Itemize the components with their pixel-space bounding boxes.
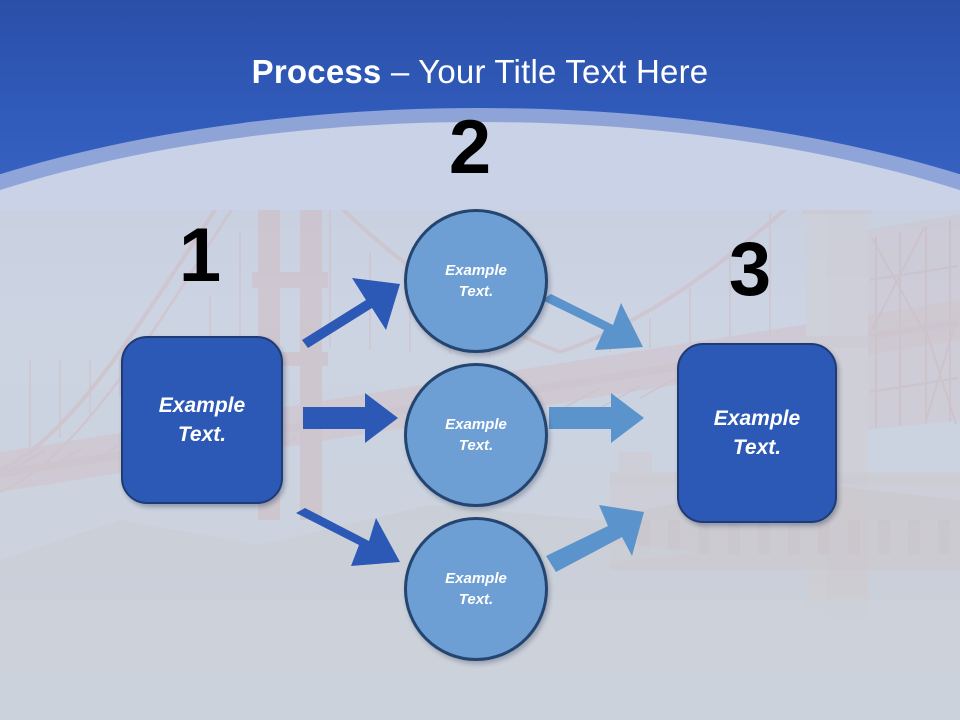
arrow-start-to-bottom-circle[interactable] [296,508,400,566]
process-end-box-label: Example Text. [713,407,801,459]
process-circle-top[interactable]: Example Text. [404,209,548,353]
process-circle-middle-label: Example Text. [445,416,507,454]
header-banner [0,0,960,210]
arrow-top-circle-to-end[interactable] [542,294,643,350]
arrow-middle-circle-to-end[interactable] [549,393,644,443]
page-title: Process – Your Title Text Here [0,52,960,92]
step-number-1: 1 [178,213,222,298]
arrow-start-to-top-circle[interactable] [302,278,400,348]
arrow-bottom-circle-to-end[interactable] [546,505,644,572]
process-start-box-label: Example Text. [158,394,246,446]
process-end-box[interactable]: Example Text. [677,343,837,523]
step-number-3: 3 [728,227,772,312]
title-light: – Your Title Text Here [381,53,709,90]
step-number-2: 2 [448,105,492,190]
arrow-start-to-middle-circle[interactable] [303,393,398,443]
process-circle-top-label: Example Text. [445,262,507,300]
process-circle-middle[interactable]: Example Text. [404,363,548,507]
title-strong: Process [251,53,382,90]
process-circle-bottom-label: Example Text. [445,570,507,608]
process-circle-bottom[interactable]: Example Text. [404,517,548,661]
process-start-box[interactable]: Example Text. [121,336,283,504]
